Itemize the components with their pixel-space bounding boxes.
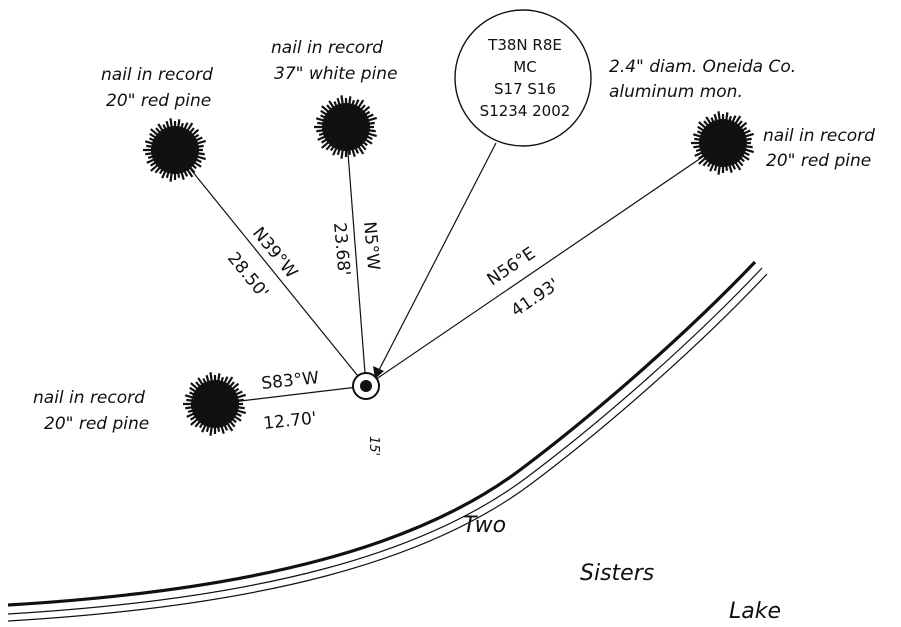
- witness-tree-n: [314, 95, 378, 159]
- monument-line-2: MC: [513, 58, 536, 76]
- tie-line-n: [345, 126, 367, 387]
- distance-w: 12.70': [262, 409, 317, 434]
- tie-line-ne: [365, 142, 724, 387]
- lake-name-line-3: Lake: [729, 599, 781, 624]
- monument-pointer-line: [377, 142, 497, 373]
- monument-line-4: S1234 2002: [480, 102, 571, 120]
- tree-w-species: 20" red pine: [44, 414, 149, 434]
- tie-lines: [174, 126, 724, 405]
- shoreline: [7, 260, 768, 622]
- lake-name-line-1: Two: [463, 513, 506, 538]
- bearing-w: S83°W: [260, 368, 320, 394]
- distance-n: 23.68': [329, 222, 354, 277]
- witness-tree-w: [183, 372, 247, 436]
- tree-n-record: nail in record: [271, 38, 383, 58]
- distance-ne: 41.93': [508, 275, 563, 321]
- monument-description-line-2: aluminum mon.: [609, 82, 743, 102]
- tree-nw-species: 20" red pine: [106, 91, 211, 111]
- lake-name-line-2: Sisters: [580, 561, 654, 586]
- bearing-ne: N56°E: [484, 244, 540, 291]
- tie-line-nw: [174, 149, 367, 387]
- monument-line-1: T38N R8E: [487, 36, 562, 54]
- shore-distance: 15': [366, 436, 381, 456]
- tree-n-species: 37" white pine: [274, 64, 398, 84]
- tree-ne-record: nail in record: [763, 126, 875, 146]
- corner-monument-icon: [352, 372, 380, 400]
- monument-line-3: S17 S16: [494, 80, 556, 98]
- tree-w-record: nail in record: [33, 388, 145, 408]
- arrowhead-icon: [373, 366, 384, 379]
- witness-tree-nw: [143, 118, 207, 182]
- bearing-n: N5°W: [359, 221, 383, 272]
- monument-record-circle: T38N R8E MC S17 S16 S1234 2002: [454, 9, 592, 147]
- tree-ne-species: 20" red pine: [766, 151, 871, 171]
- monument-description-line-1: 2.4" diam. Oneida Co.: [609, 57, 796, 77]
- tree-nw-record: nail in record: [101, 65, 213, 85]
- witness-tree-ne: [691, 111, 755, 175]
